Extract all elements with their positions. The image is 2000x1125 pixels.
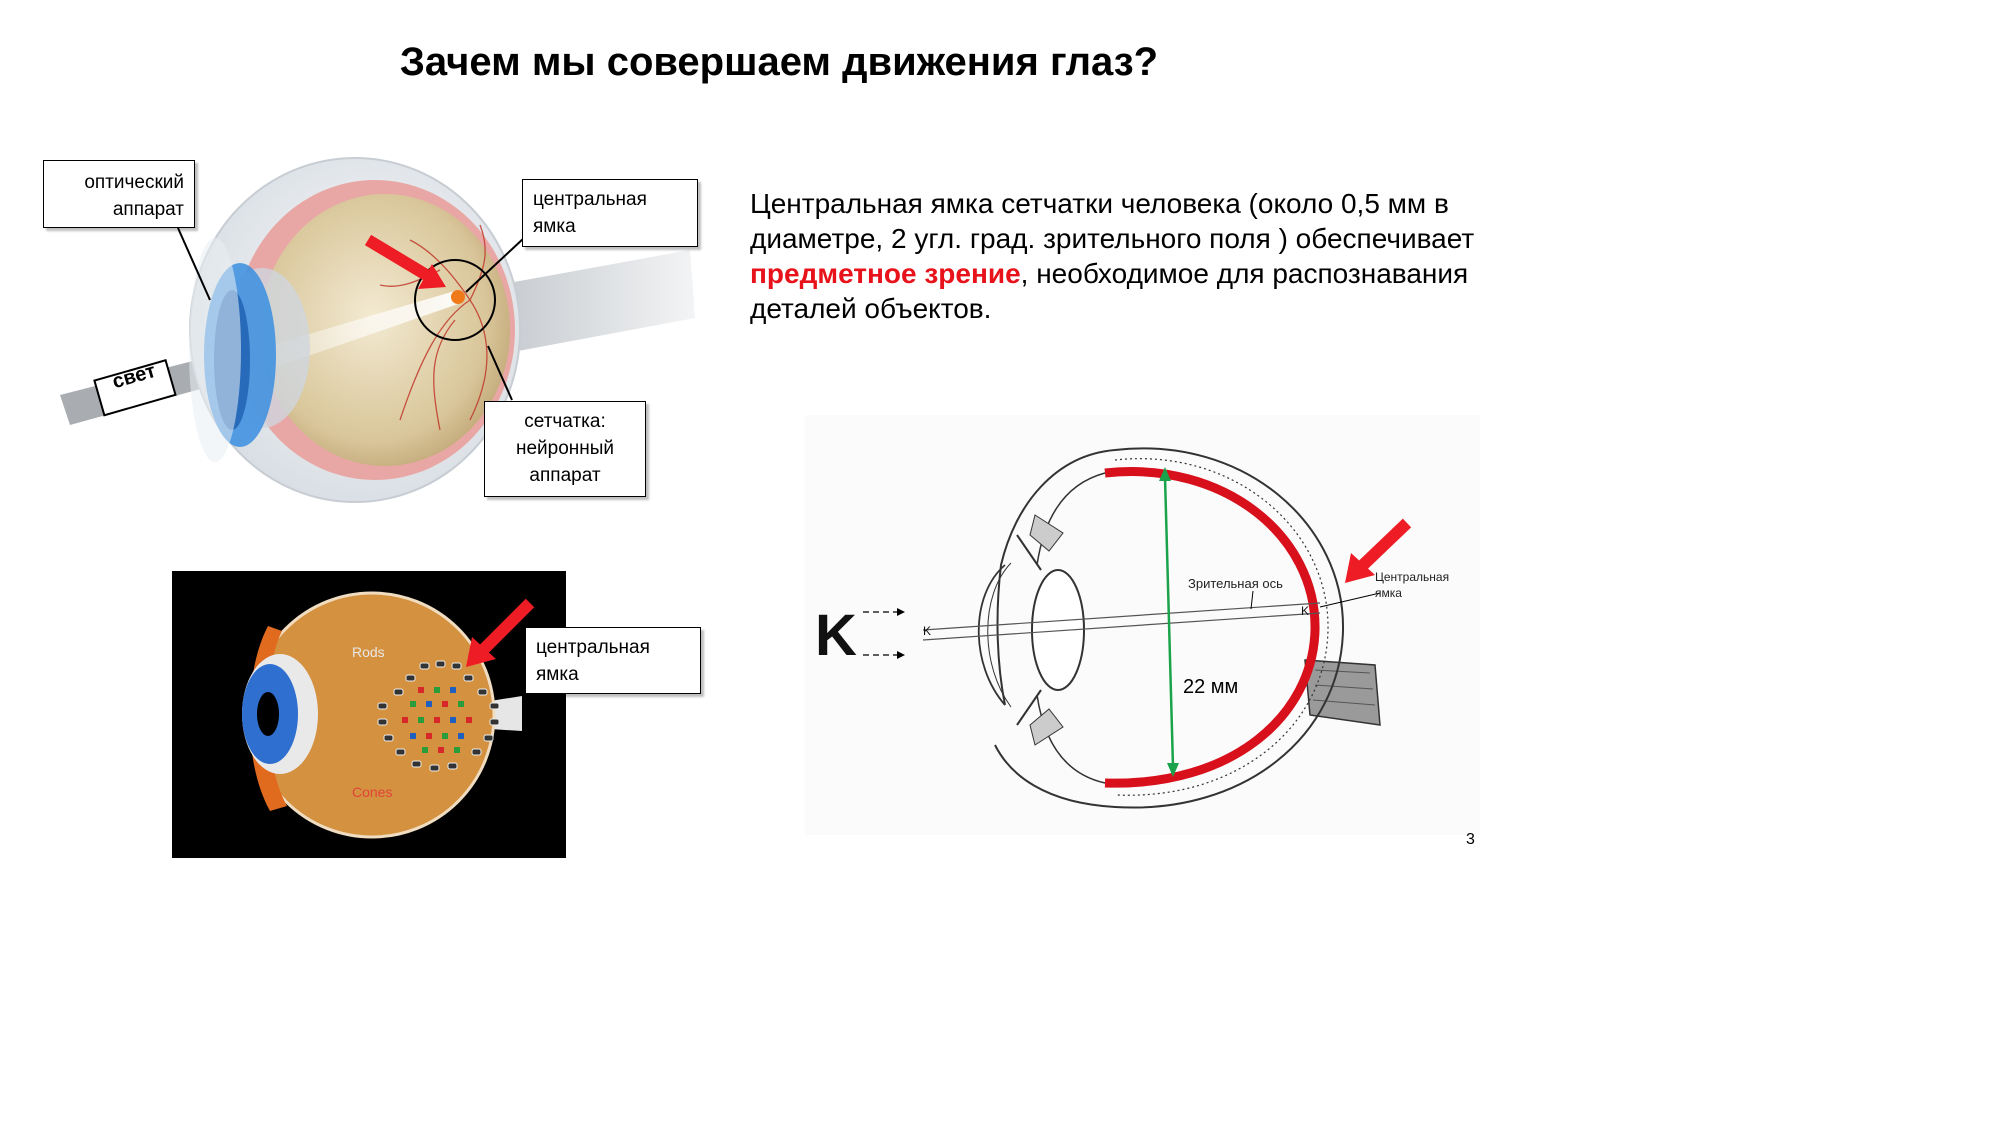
inner-eye — [260, 194, 510, 466]
fovea-arrow-icon-section — [1345, 518, 1412, 583]
callout-fovea-top-text: центральная ямка — [533, 189, 647, 237]
optic-nerve-section — [1304, 659, 1381, 726]
leader-fovea — [465, 237, 525, 293]
slide-title: Зачем мы совершаем движения глаз? — [399, 40, 1159, 84]
letter-k-large: K — [815, 603, 857, 668]
callout-optical-apparatus: оптический аппарат — [43, 160, 195, 228]
fovea-label-section: Центральная ямка — [1375, 570, 1450, 600]
optic-nerve — [470, 250, 695, 360]
fovea-circle — [414, 259, 496, 341]
callout-retina: сетчатка: нейронный аппарат — [484, 401, 646, 497]
callout-fovea-top: центральная ямка — [522, 179, 698, 247]
main-paragraph: Центральная ямка сетчатки человека (окол… — [750, 186, 1550, 326]
fovea-spot — [451, 290, 465, 304]
rods-label: Rods — [352, 644, 385, 660]
pupil — [257, 692, 279, 736]
leader-retina — [487, 345, 513, 401]
eye-illustration — [60, 157, 695, 503]
callout-fovea-bottom: центральная ямка — [525, 627, 701, 694]
lens-outline — [1031, 569, 1085, 691]
diameter-arrow-icon — [1159, 467, 1179, 777]
callout-optical-text: оптический аппарат — [84, 172, 184, 220]
diameter-label: 22 мм — [1183, 676, 1238, 698]
fovea-arrow-icon-bottom — [466, 598, 535, 667]
cornea-outline — [977, 564, 1006, 706]
callout-retina-text: сетчатка: нейронный аппарат — [515, 411, 615, 486]
visual-axis-label: Зрительная ось — [1188, 576, 1283, 591]
cones-label: Cones — [352, 784, 392, 800]
letter-k-right: K — [1301, 604, 1309, 618]
leader-optical — [177, 227, 211, 301]
sclera-outline — [994, 447, 1345, 809]
retina-band — [1104, 467, 1320, 788]
main-text-part-2: , необходимое для распознавания деталей … — [750, 258, 1469, 324]
fovea-arrow-icon — [364, 234, 446, 289]
photoreceptor-cluster — [377, 660, 500, 772]
cornea — [189, 238, 241, 462]
main-text-part-1: Центральная ямка сетчатки человека (окол… — [750, 188, 1475, 254]
callout-fovea-bottom-text: центральная ямка — [536, 637, 650, 685]
highlight-object-vision: предметное зрение — [750, 258, 1021, 289]
rods-cones-diagram: Rods Cones — [172, 571, 566, 858]
eye-cross-section: K K K Зрительная ось 22 мм — [805, 415, 1480, 835]
page-number: 3 — [1466, 831, 1475, 848]
retinal-vessels — [379, 224, 488, 431]
letter-k-left: K — [923, 624, 931, 638]
light-label-box — [93, 358, 177, 417]
